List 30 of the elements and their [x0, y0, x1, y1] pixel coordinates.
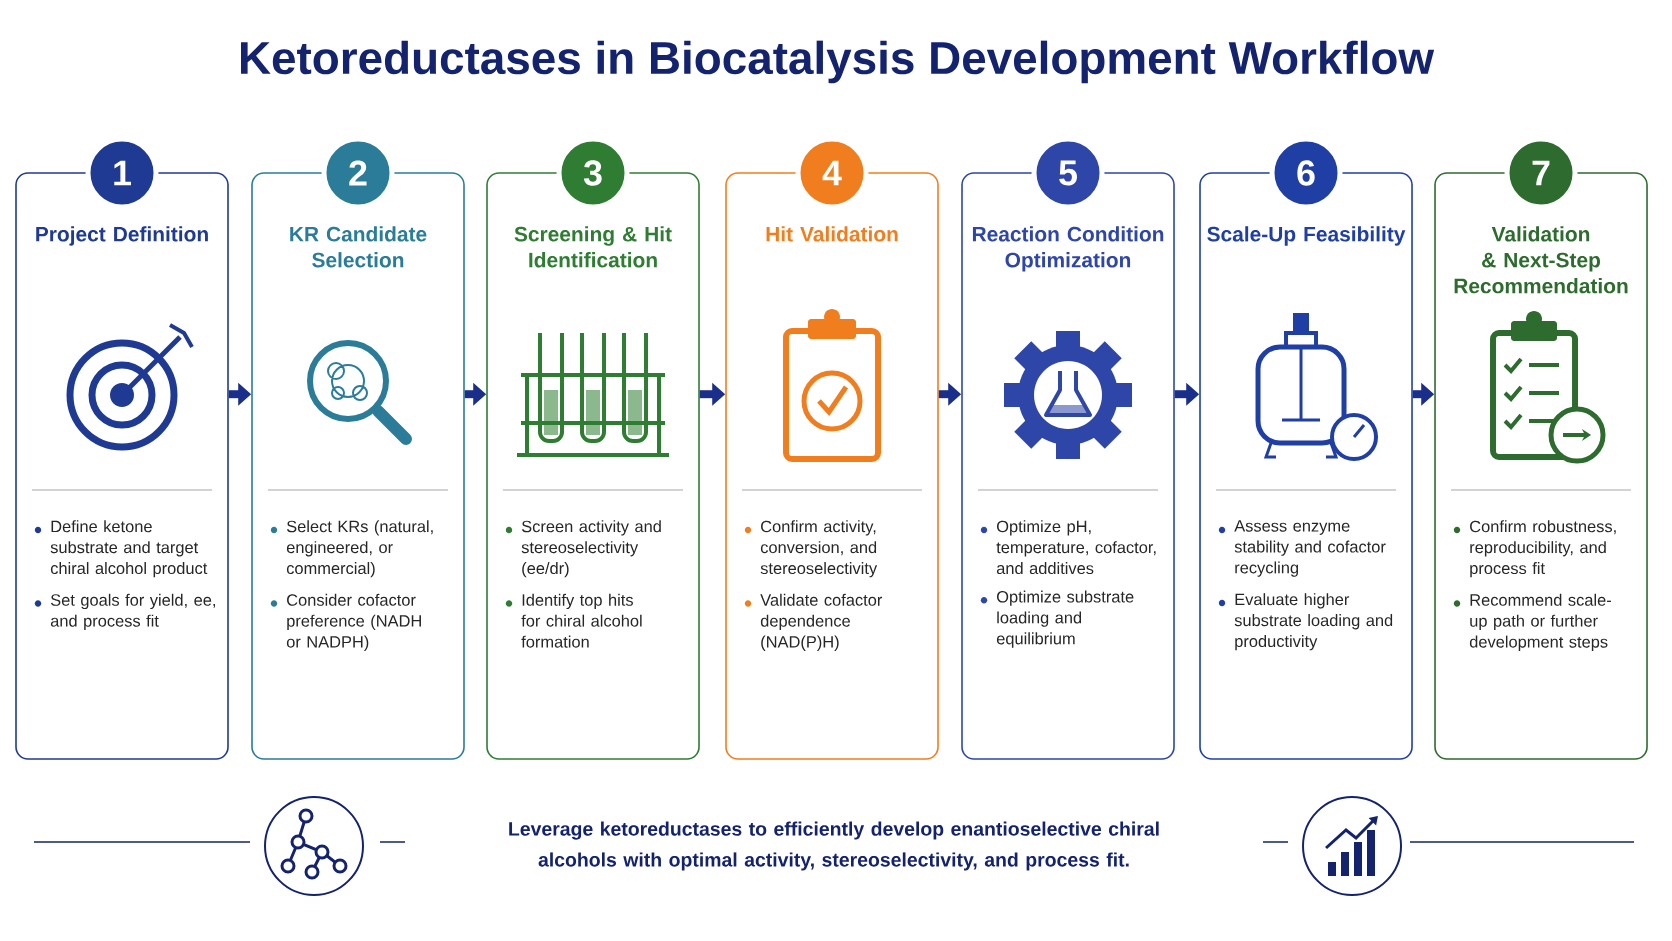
bullet-text: Set goals for yield, ee, and process fit — [50, 593, 215, 630]
caption: Leverage ketoreductases to efficiently develop enantioselective chiral alcohols with optimal activity, stereoselectivity, and process fit. — [509, 821, 1159, 871]
bullet-text: Assess enzyme stability and cofactor recycling — [1234, 520, 1386, 577]
number-badge: 6 — [1269, 136, 1343, 210]
bullet-text: Recommend scale-up path or further development steps — [1469, 593, 1611, 651]
bullet-text: Confirm robustness, reproducibility, and process fit — [1470, 520, 1616, 578]
bullet-text: Identify top hits for chiral alcohol formation — [521, 593, 642, 648]
number-badge: 5 — [1031, 136, 1105, 210]
bullet-text: Evaluate higher substrate loading and productivity — [1234, 593, 1393, 651]
bullet-text: Screen activity and stereoselectivity (ee/dr) — [521, 520, 661, 578]
step-title: Project Definition — [36, 226, 208, 246]
number-badge: 2 — [321, 136, 395, 210]
step-title: Validation & Next-Step Recommendation — [1454, 226, 1628, 294]
step-title: KR Candidate Selection — [290, 226, 427, 268]
title: Ketoreductases in Biocatalysis Development Workflow — [241, 40, 1435, 84]
bullet-text: Confirm activity, conversion, and stereoselectivity — [760, 520, 878, 578]
bullet-text: Define ketone substrate and target chiral alcohol product — [50, 520, 208, 578]
bullet-text: Consider cofactor preference (NADH or NADPH) — [286, 593, 421, 651]
step-title: Reaction Condition Optimization — [972, 226, 1164, 272]
step-title: Hit Validation — [766, 226, 898, 242]
number-badge: 4 — [795, 136, 869, 210]
step-title: Scale-Up Feasibility — [1207, 226, 1406, 246]
bullet-text: Select KRs (natural, engineered, or commercial) — [286, 520, 433, 578]
step-title: Screening & Hit Identification — [514, 226, 672, 268]
number-badge: 7 — [1504, 136, 1578, 210]
bullet-text: Validate cofactor dependence (NAD(P)H) — [760, 593, 883, 651]
bullet-text: Optimize pH, temperature, cofactor, and additives — [996, 520, 1156, 575]
bullet-text: Optimize substrate loading and equilibrium — [996, 590, 1134, 648]
number-badge: 3 — [556, 136, 630, 210]
number-badge: 1 — [85, 136, 159, 210]
